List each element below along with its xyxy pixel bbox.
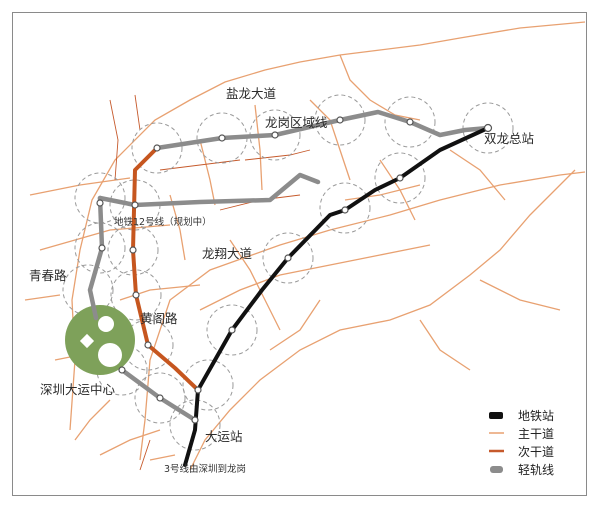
line12-planned	[131, 146, 200, 392]
label-yanlong-avenue: 盐龙大道	[226, 86, 277, 101]
light-rail-icon	[490, 466, 503, 473]
legend-main-road-label: 主干道	[518, 427, 554, 441]
label-dayun-station: 大运站	[205, 429, 243, 444]
label-longgang-city-line: 龙岗区域线	[265, 115, 328, 130]
label-shuanglong-station: 双龙总站	[484, 131, 534, 146]
legend-metro-station-label: 地铁站	[518, 409, 554, 423]
metro-line-3	[183, 126, 490, 467]
secondary-roads	[109, 94, 311, 471]
label-line3-note: 3号线由深圳到龙岗	[164, 463, 246, 475]
legend-secondary-road: 次干道	[489, 445, 554, 459]
label-longxiang-avenue: 龙翔大道	[202, 246, 253, 261]
legend-secondary-road-label: 次干道	[518, 445, 554, 459]
map-frame	[12, 12, 587, 496]
label-universiade-center: 深圳大运中心	[40, 382, 116, 397]
legend-light-rail: 轻轨线	[490, 463, 554, 477]
label-line12: 地铁12号线（规划中）	[114, 216, 212, 228]
main-roads	[24, 21, 586, 471]
metro-station-icon	[489, 412, 503, 419]
label-huangge-road: 黄阁路	[140, 311, 178, 326]
legend-main-road: 主干道	[489, 427, 554, 441]
legend: 地铁站 主干道 次干道 轻轨线	[489, 409, 554, 477]
legend-light-rail-label: 轻轨线	[518, 463, 554, 477]
universiade-venue	[65, 305, 135, 375]
legend-metro-station: 地铁站	[489, 409, 554, 423]
label-qingchun-road: 青春路	[29, 268, 67, 283]
station-markers	[96, 116, 493, 424]
